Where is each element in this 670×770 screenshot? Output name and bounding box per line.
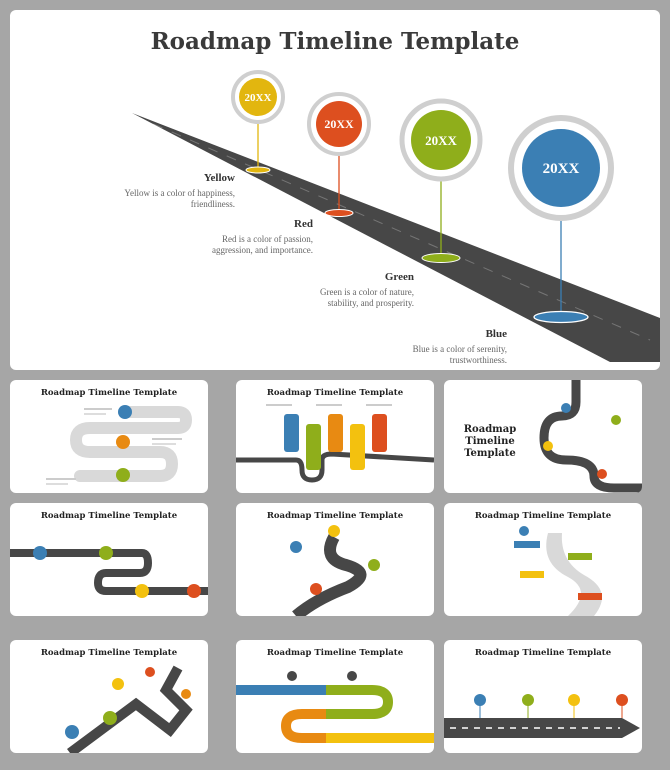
milestone-label: Yellow: [203, 172, 235, 184]
thumbnail-slide-6[interactable]: Roadmap Timeline Template: [444, 503, 642, 616]
thumbnail-title: Roadmap Timeline Template: [266, 511, 404, 521]
thumbnail-slide-7[interactable]: Roadmap Timeline Template: [10, 640, 208, 753]
milestone-label: Red: [294, 218, 313, 230]
roadmap-graphic: 20XX 20XX 20XX 20XX: [132, 70, 660, 362]
marker-bubble-blue: [508, 115, 614, 221]
thumbnail-title: Roadmap Timeline Template: [474, 511, 612, 521]
ground-ring-green: [421, 253, 461, 263]
milestone-blue: Blue Blue is a color of serenity, trustw…: [382, 328, 507, 366]
thumbnail-title: Roadmap Timeline Template: [463, 424, 517, 459]
thumbnail-slide-1[interactable]: Roadmap Timeline Template: [10, 380, 208, 493]
thumbnail-title: Roadmap Timeline Template: [40, 388, 178, 398]
marker-bubble-yellow: [231, 70, 285, 124]
thumbnail-slide-9[interactable]: Roadmap Timeline Template: [444, 640, 642, 753]
road: [132, 113, 660, 362]
milestone-red: Red Red is a color of passion, aggressio…: [188, 218, 313, 256]
thumbnail-title: Roadmap Timeline Template: [474, 648, 612, 658]
tree-icon: [116, 435, 130, 449]
arrow-road: [444, 718, 640, 738]
thumbnail-title: Roadmap Timeline Template: [266, 648, 404, 658]
thumbnail-slide-8[interactable]: Roadmap Timeline Template: [236, 640, 434, 753]
milestone-desc-line1: Yellow is a color of happiness,: [124, 188, 235, 198]
marker-year-blue: 20XX: [543, 161, 580, 177]
thumbnail-slide-2[interactable]: Roadmap Timeline Template: [236, 380, 434, 493]
milestone-desc-line2: trustworthiness.: [449, 355, 507, 365]
road-dash-line: [134, 115, 651, 341]
marker-year-green: 20XX: [425, 133, 457, 148]
road: [67, 665, 193, 753]
tree-icon: [118, 405, 132, 419]
milestone-desc-line1: Red is a color of passion,: [222, 234, 313, 244]
milestone-desc-line2: friendliness.: [190, 199, 235, 209]
road: [69, 406, 193, 482]
marker-year-yellow: 20XX: [245, 92, 272, 104]
thumbnail-slide-5[interactable]: Roadmap Timeline Template: [236, 503, 434, 616]
thumbnail-title: Roadmap Timeline Template: [40, 511, 178, 521]
milestone-green: Green Green is a color of nature, stabil…: [289, 271, 414, 309]
ground-ring-blue: [533, 310, 589, 324]
ground-ring-yellow: [245, 166, 271, 174]
road: [546, 533, 602, 616]
main-slide-preview[interactable]: Roadmap Timeline Template: [10, 10, 660, 370]
marker-bubble-green: [399, 98, 483, 182]
road: [236, 451, 434, 483]
milestone-desc-line2: stability, and prosperity.: [327, 298, 414, 308]
road: [539, 380, 642, 493]
main-slide-title: Roadmap Timeline Template: [150, 28, 520, 55]
milestone-desc-line1: Green is a color of nature,: [320, 287, 414, 297]
thumbnail-slide-3[interactable]: Roadmap Timeline Template: [444, 380, 642, 493]
milestone-label: Green: [384, 271, 414, 283]
milestone-label: Blue: [485, 328, 507, 340]
thumbnail-slide-4[interactable]: Roadmap Timeline Template: [10, 503, 208, 616]
marker-bubble-red: [307, 92, 371, 156]
marker-year-red: 20XX: [324, 117, 354, 131]
milestone-desc-line2: aggression, and importance.: [212, 245, 313, 255]
milestone-desc-line1: Blue is a color of serenity,: [412, 344, 507, 354]
milestone-yellow: Yellow Yellow is a color of happiness, f…: [110, 172, 235, 210]
road: [10, 549, 208, 595]
ground-ring-red: [324, 209, 354, 217]
thumbnail-title: Roadmap Timeline Template: [40, 648, 178, 658]
thumbnail-title: Roadmap Timeline Template: [266, 388, 404, 398]
tree-icon: [116, 468, 130, 482]
road: [292, 534, 367, 616]
